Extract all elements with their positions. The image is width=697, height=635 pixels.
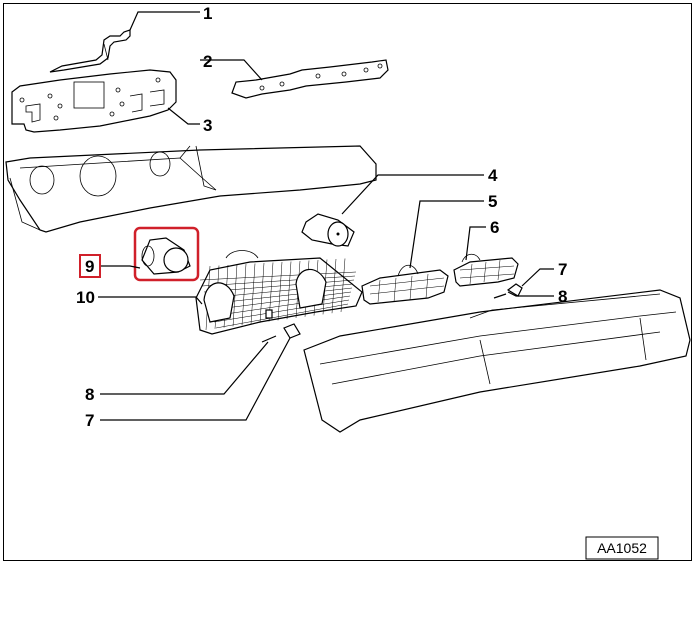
part-1-wiring-strip <box>49 29 131 73</box>
drawing-code-box: AA1052 <box>585 536 659 560</box>
callout-5: 5 <box>488 192 497 211</box>
callout-6: 6 <box>490 218 499 237</box>
callout-4: 4 <box>488 166 498 185</box>
part-10-instrument-panel <box>195 250 363 335</box>
part-9-highlight-box <box>133 226 200 282</box>
leader-lines <box>98 11 554 421</box>
diagram-frame <box>3 3 692 561</box>
drawing-code: AA1052 <box>597 540 647 556</box>
callout-7-lower: 7 <box>85 411 94 430</box>
part-4-gauge <box>301 213 355 247</box>
part-2-bracket <box>231 59 389 99</box>
callout-9-highlight-box <box>79 254 101 278</box>
callout-7-right: 7 <box>558 260 567 279</box>
part-5-gauge-module <box>361 264 449 305</box>
part-6-gauge-module <box>453 253 519 287</box>
part-7-8-bulb-right <box>493 283 523 299</box>
part-7-8-bulb-lower <box>261 323 301 343</box>
callout-8-right: 8 <box>558 287 567 306</box>
part-9-gauge <box>141 237 191 275</box>
callout-8-lower: 8 <box>85 385 94 404</box>
part-3-printed-circuit <box>11 69 177 133</box>
callout-9: 9 <box>85 257 94 276</box>
callout-1: 1 <box>203 4 212 23</box>
instrument-housing-front <box>303 289 691 433</box>
callout-10: 10 <box>76 288 95 307</box>
callout-2: 2 <box>203 52 212 71</box>
callout-3: 3 <box>203 116 212 135</box>
instrument-housing-rear <box>5 145 377 233</box>
